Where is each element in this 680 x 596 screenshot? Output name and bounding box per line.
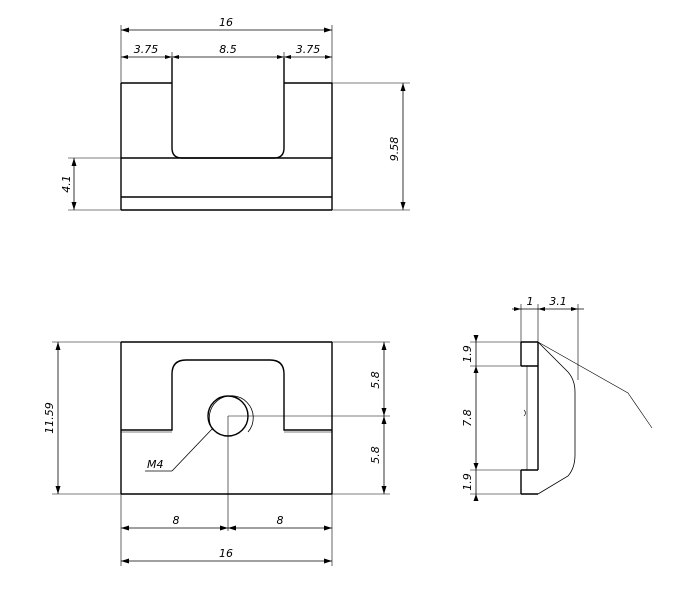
- thread-callout: M4: [145, 427, 214, 472]
- dim-top-base-height: 4.1: [60, 157, 121, 211]
- dim-label: 4.1: [60, 175, 73, 193]
- dim-label: 3.75: [296, 43, 321, 56]
- dim-label: 5.8: [369, 446, 382, 464]
- dim-label: 16: [219, 547, 233, 560]
- dim-top-height: 9.58: [332, 82, 410, 211]
- dim-front-half-widths: 8 8: [120, 494, 333, 566]
- top-view: 16 3.75 8.5 3.75 9.58 4.1: [60, 16, 410, 211]
- dim-label: 16: [219, 16, 233, 29]
- dim-label: 3.1: [549, 295, 567, 308]
- dim-label: 8: [277, 514, 284, 527]
- dim-top-slot-chain: 3.75 8.5 3.75: [121, 43, 332, 59]
- dim-label: 8.5: [219, 43, 237, 56]
- side-view: 1 3.1 1.9 7.8 1.9: [461, 295, 653, 501]
- dim-label: 1.9: [461, 473, 474, 491]
- dim-side-top: 1 3.1: [512, 295, 584, 380]
- dim-label: 7.8: [461, 409, 474, 427]
- dim-label: 5.8: [369, 371, 382, 389]
- thread-label: M4: [147, 458, 164, 471]
- dim-front-overall-width: 16: [121, 547, 332, 564]
- dim-label: 1: [527, 295, 534, 308]
- front-view: M4 11.59 5.8 5.8 8: [43, 341, 390, 566]
- dim-label: 11.59: [43, 402, 56, 434]
- dim-label: 1.9: [461, 345, 474, 363]
- dim-front-half-heights: 5.8 5.8: [332, 341, 390, 495]
- dim-front-overall-height: 11.59: [43, 341, 121, 495]
- dim-label: 3.75: [134, 43, 159, 56]
- dim-label: 8: [173, 514, 180, 527]
- dim-side-left-chain: 1.9 7.8 1.9: [461, 335, 521, 501]
- dim-top-overall-width: 16: [121, 16, 332, 33]
- dim-label: 9.58: [388, 137, 401, 162]
